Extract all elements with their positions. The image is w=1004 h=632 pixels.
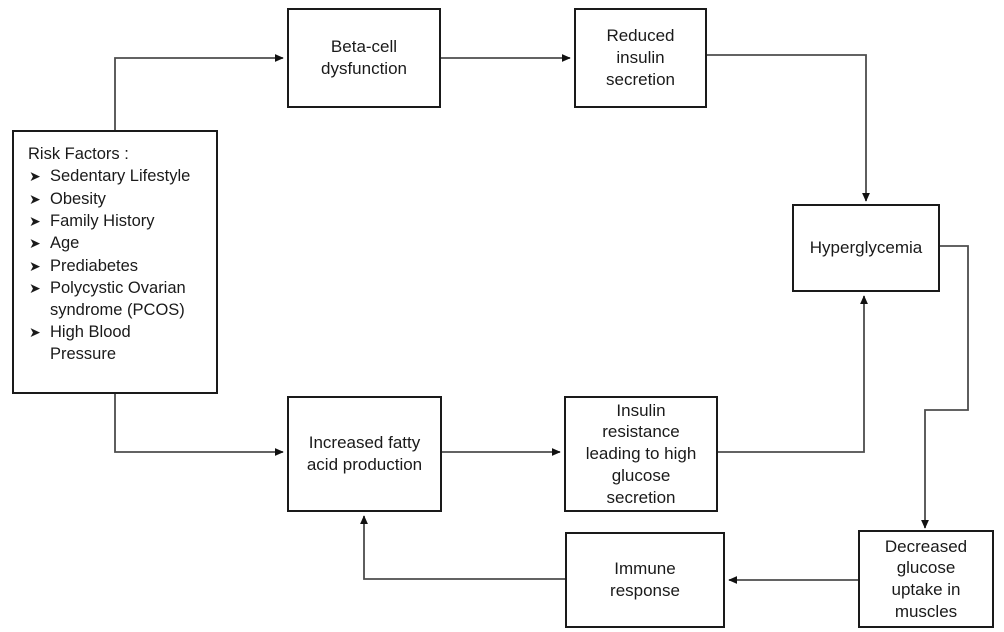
bullet-arrow-icon: ➤ [29,190,41,207]
risk-factor-label: Prediabetes [50,256,139,275]
risk-factor-label: Obesity [50,189,106,208]
risk-factor-item: ➤ Sedentary Lifestyle [28,166,190,187]
reduced-insulin-secretion-box[interactable]: Reduced insulin secretion [574,8,707,108]
decreased-glucose-uptake-label: Decreased glucose uptake in muscles [884,536,968,621]
risk-factor-label: Age [50,234,80,253]
insulin-resistance-label: Insulin resistance leading to high gluco… [585,400,697,507]
risk-factor-label: Family History [50,211,155,230]
risk-factor-label: Sedentary Lifestyle [50,167,191,186]
edge-risk-to-beta-cell [114,54,284,130]
hyperglycemia-label: Hyperglycemia [809,238,923,258]
decreased-glucose-uptake-box[interactable]: Decreased glucose uptake in muscles [858,530,994,628]
bullet-arrow-icon: ➤ [29,257,41,274]
beta-cell-dysfunction-label: Beta-cell dysfunction [321,37,407,78]
bullet-arrow-icon: ➤ [29,212,41,229]
risk-factor-item: ➤ Obesity [28,189,190,210]
risk-factor-label: High Blood Pressure [50,323,131,363]
immune-response-box[interactable]: Immune response [565,532,725,628]
risk-factor-item: ➤ High Blood Pressure [28,322,190,365]
risk-factor-item: ➤ Age [28,233,190,254]
bullet-arrow-icon: ➤ [29,168,41,185]
bullet-arrow-icon: ➤ [29,280,41,297]
reduced-insulin-secretion-label: Reduced insulin secretion [606,26,675,89]
insulin-resistance-box[interactable]: Insulin resistance leading to high gluco… [564,396,718,512]
edge-insulin-resistance-to-hyperglycemia [718,295,868,453]
edge-immune-response-to-fatty-acid [360,515,565,580]
edge-hyperglycemia-to-decreased-uptake [921,245,969,529]
edge-reduced-insulin-to-hyperglycemia [707,54,870,202]
risk-factors-title: Risk Factors : [28,145,129,163]
beta-cell-dysfunction-box[interactable]: Beta-cell dysfunction [287,8,441,108]
bullet-arrow-icon: ➤ [29,235,41,252]
bullet-arrow-icon: ➤ [29,324,41,341]
risk-factor-label: Polycystic Ovarian syndrome (PCOS) [50,279,186,319]
edge-risk-to-fatty-acid [114,394,284,456]
immune-response-label: Immune response [610,559,680,600]
increased-fatty-acid-production-label: Increased fatty acid production [306,433,423,474]
hyperglycemia-box[interactable]: Hyperglycemia [792,204,940,292]
risk-factors-list: ➤ Sedentary Lifestyle ➤ Obesity ➤ Family Hi… [28,166,190,365]
risk-factor-item: ➤ Polycystic Ovarian syndrome (PCOS) [28,278,190,321]
risk-factor-item: ➤ Family History [28,211,190,232]
increased-fatty-acid-production-box[interactable]: Increased fatty acid production [287,396,442,512]
risk-factor-item: ➤ Prediabetes [28,256,190,277]
risk-factors-box[interactable]: Risk Factors : ➤ Sedentary Lifestyle ➤ Obe… [12,130,218,394]
